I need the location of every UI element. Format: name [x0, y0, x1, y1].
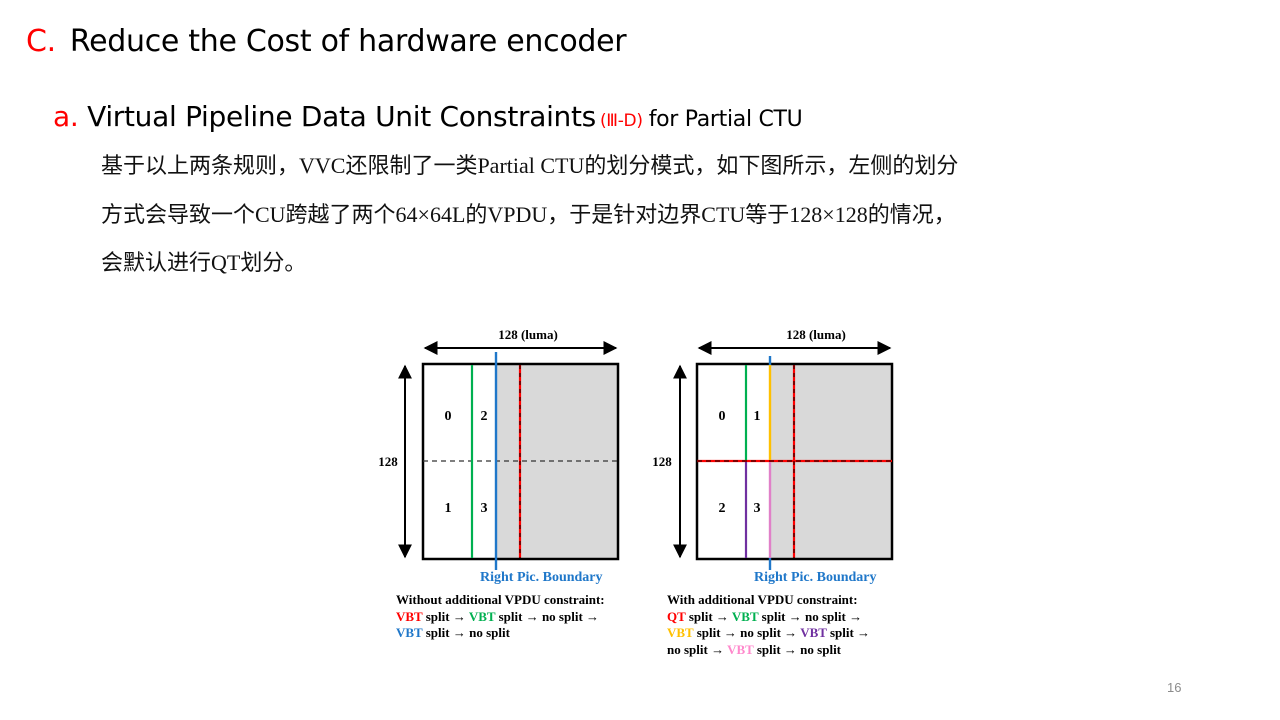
- section-heading: a. Virtual Pipeline Data Unit Constraint…: [53, 97, 803, 141]
- width-label: 128 (luma): [786, 327, 846, 342]
- caption-segment: QT: [667, 608, 686, 624]
- caption-sequence: VBT split → VBT split → no split →VBT sp…: [396, 609, 605, 642]
- caption-segment: VBT: [800, 625, 827, 640]
- caption-segment: split →: [826, 625, 871, 640]
- right-pic-boundary-label: Right Pic. Boundary: [754, 570, 877, 585]
- caption-segment: split → no split: [422, 625, 510, 640]
- caption-sequence: QT split → VBT split → no split →VBT spl…: [667, 609, 870, 659]
- heading-marker: a.: [53, 100, 79, 133]
- page-number: 16: [1167, 680, 1182, 695]
- caption-segment: no split →: [667, 641, 728, 657]
- caption-with-constraint: With additional VPDU constraint: QT spli…: [667, 592, 870, 658]
- body-line: 会默认进行QT划分。: [101, 250, 307, 275]
- height-label: 128: [652, 454, 672, 469]
- body-line: 方式会导致一个CU跨越了两个64×64L的VPDU，于是针对边界CTU等于128…: [101, 201, 956, 227]
- body-line: 基于以上两条规则，VVC还限制了一类Partial CTU的划分模式，如下图所示…: [101, 153, 959, 178]
- caption-segment: VBT: [396, 625, 423, 640]
- title-marker: C.: [26, 24, 56, 59]
- right-pic-boundary-label: Right Pic. Boundary: [480, 570, 603, 585]
- block-label: 0: [445, 409, 452, 424]
- caption-title: With additional VPDU constraint:: [667, 592, 858, 607]
- caption-without-constraint: Without additional VPDU constraint: VBT …: [396, 592, 605, 642]
- diagram-with-constraint: 128 (luma) 128 0 1 2 3: [652, 327, 894, 570]
- caption-segment: VBT: [731, 608, 759, 624]
- block-label: 2: [481, 409, 488, 424]
- caption-segment: split → no split →: [758, 608, 863, 624]
- caption-title: Without additional VPDU constraint:: [396, 592, 605, 607]
- caption-segment: split → no split →: [495, 608, 600, 624]
- block-label: 3: [481, 501, 488, 516]
- caption-segment: split →: [422, 608, 469, 624]
- caption-segment: VBT: [468, 608, 496, 624]
- body-paragraph: 基于以上两条规则，VVC还限制了一类Partial CTU的划分模式，如下图所示…: [101, 142, 1181, 288]
- caption-segment: split →: [685, 608, 732, 624]
- caption-segment: VBT: [396, 608, 423, 624]
- width-label: 128 (luma): [498, 327, 558, 342]
- caption-segment: VBT: [667, 625, 694, 640]
- block-label: 2: [719, 501, 726, 516]
- block-label: 1: [445, 501, 452, 516]
- title-text: Reduce the Cost of hardware encoder: [69, 24, 627, 59]
- height-label: 128: [378, 454, 398, 469]
- diagram-without-constraint: 128 (luma) 128 0 2 1 3: [378, 327, 620, 570]
- block-label: 3: [754, 501, 761, 516]
- caption-segment: split → no split: [753, 641, 842, 657]
- block-label: 1: [754, 409, 761, 424]
- block-label: 0: [719, 409, 726, 424]
- slide-title: C. Reduce the Cost of hardware encoder: [26, 22, 627, 62]
- caption-segment: VBT: [727, 641, 754, 657]
- heading-tail: for Partial CTU: [648, 107, 803, 132]
- heading-reference: (Ⅲ-D): [599, 111, 643, 131]
- caption-segment: split → no split →: [693, 625, 801, 640]
- heading-text: Virtual Pipeline Data Unit Constraints: [87, 100, 596, 133]
